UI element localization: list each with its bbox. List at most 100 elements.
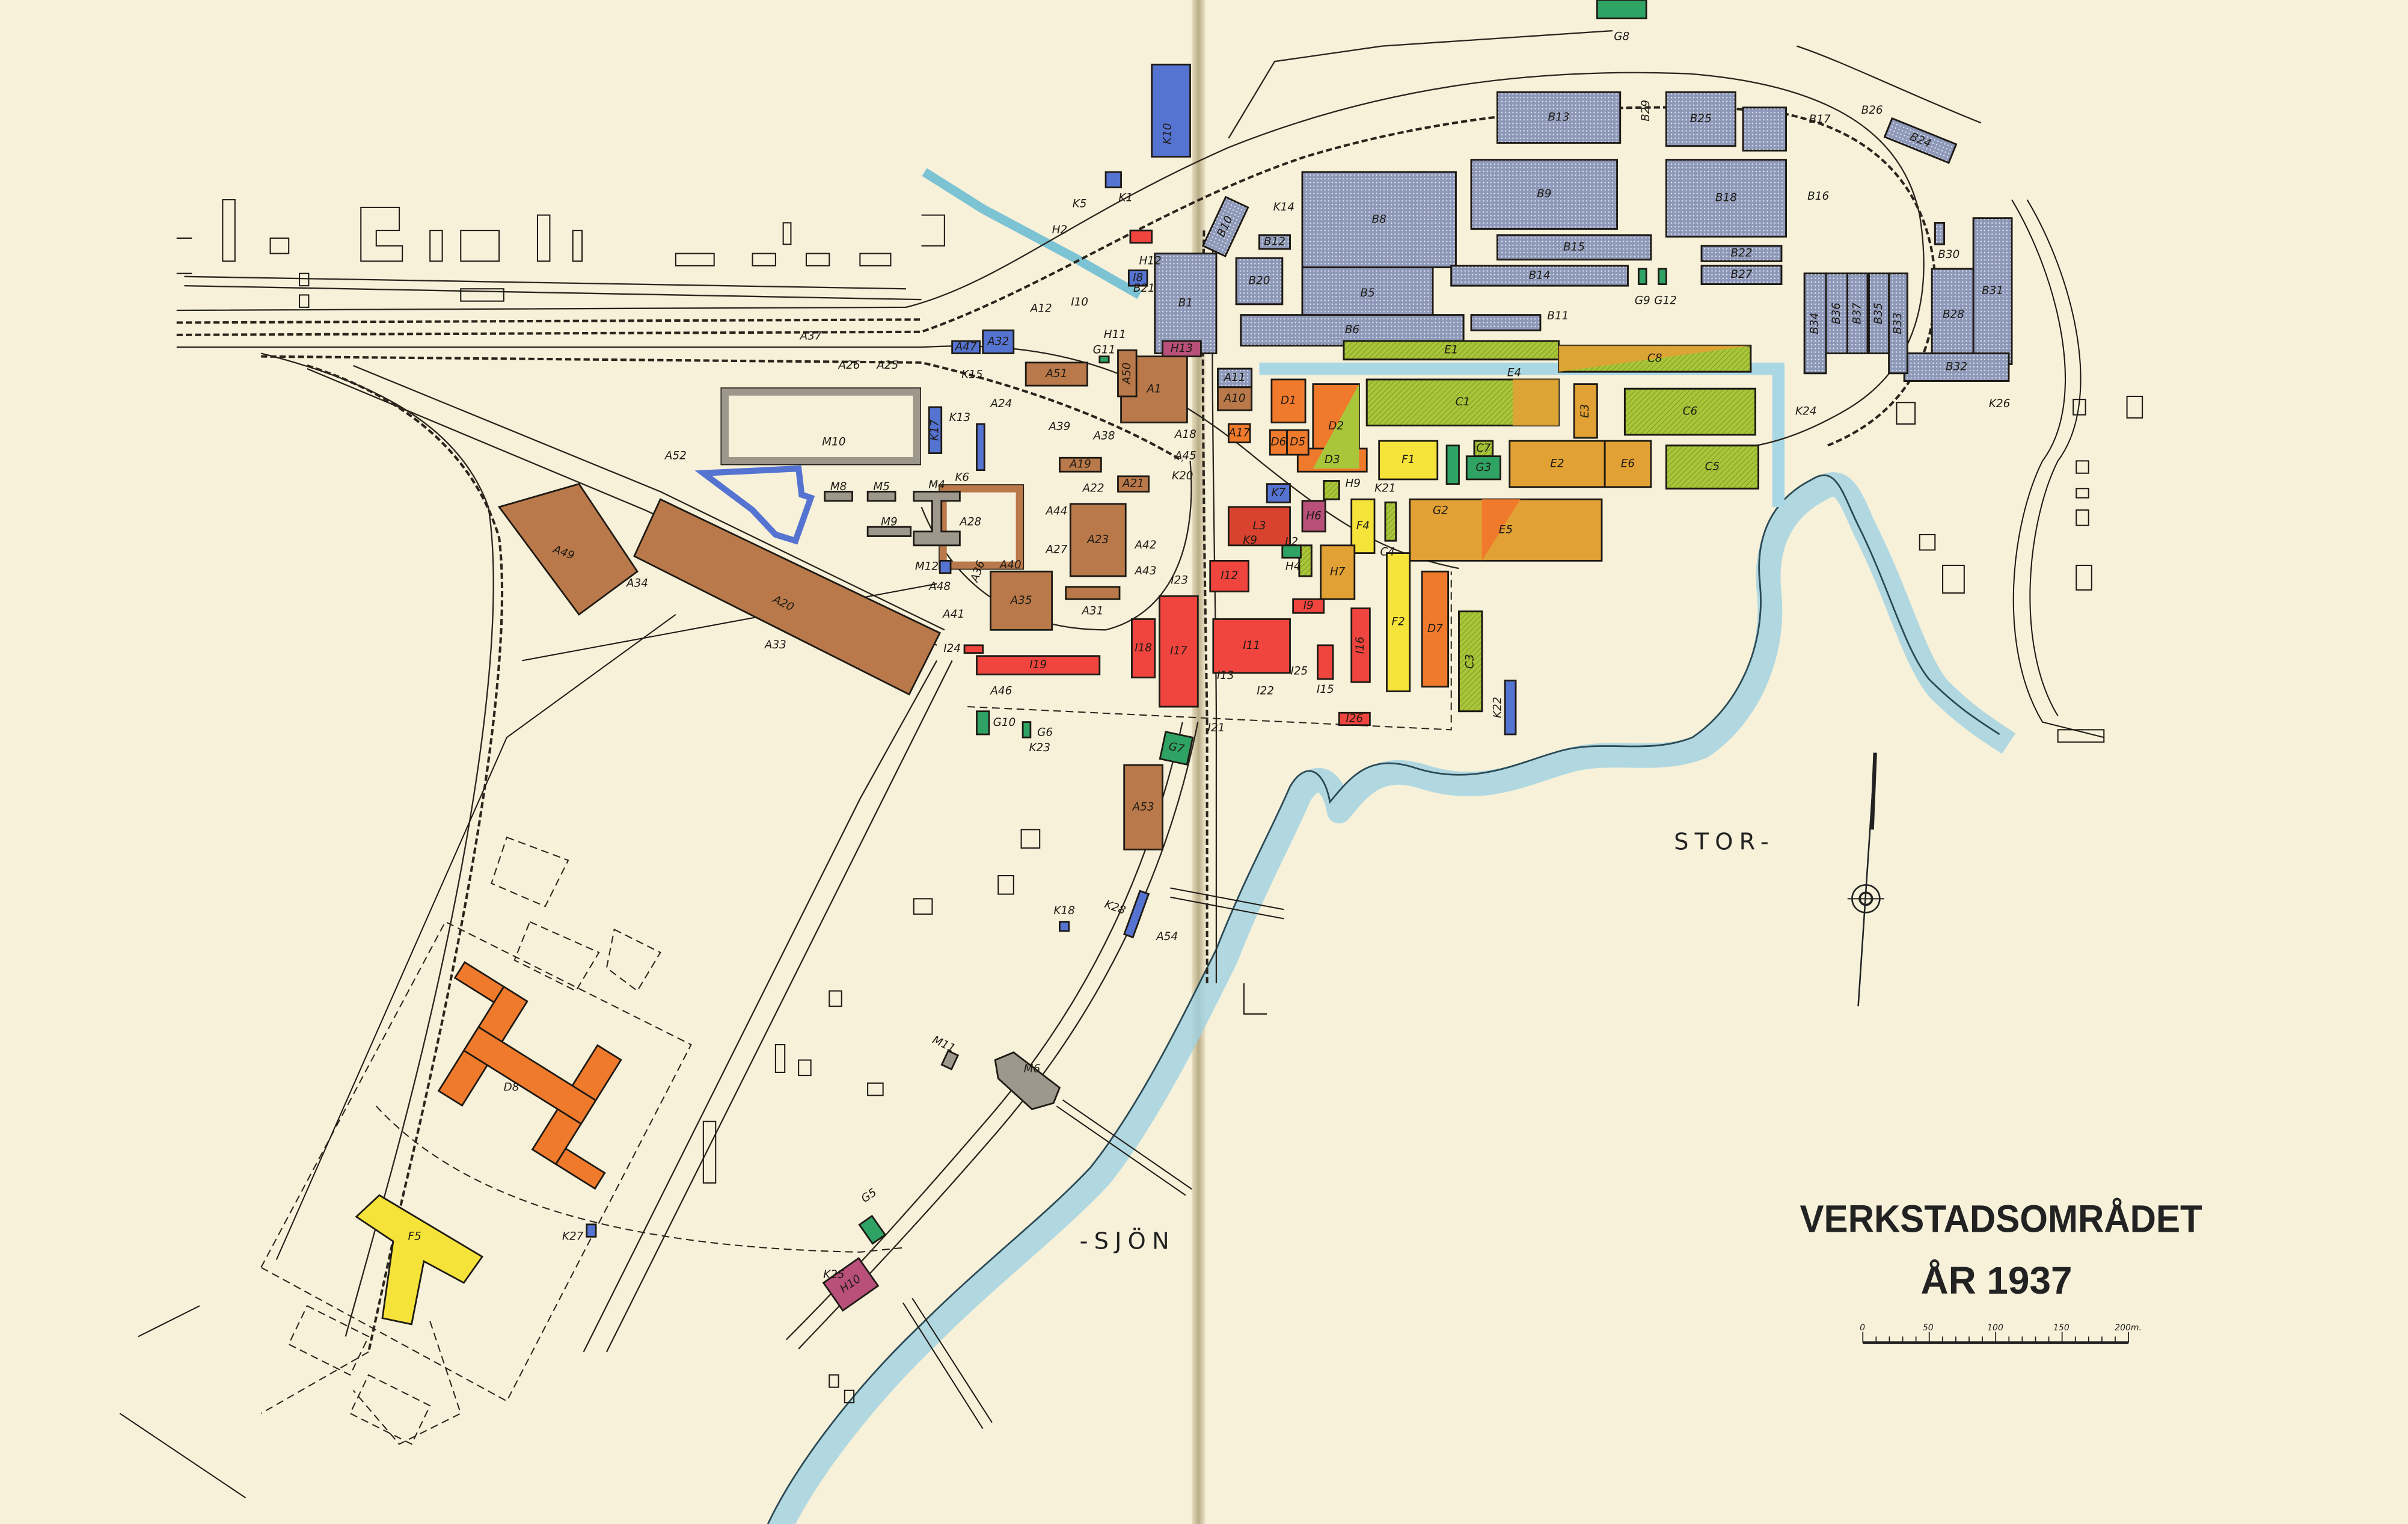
building-b30[interactable] bbox=[1934, 221, 1946, 245]
building-i8[interactable] bbox=[1127, 269, 1148, 287]
building-b20[interactable] bbox=[1235, 257, 1284, 306]
building-m11[interactable] bbox=[940, 1049, 960, 1071]
building-h6[interactable] bbox=[1301, 500, 1326, 533]
building-k28[interactable] bbox=[1123, 890, 1150, 939]
building-a35[interactable] bbox=[990, 570, 1053, 631]
building-b8[interactable] bbox=[1301, 171, 1457, 268]
building-d6[interactable] bbox=[1269, 429, 1288, 456]
building-i11[interactable] bbox=[1212, 618, 1291, 674]
building-a21[interactable] bbox=[1117, 475, 1150, 493]
building-b34[interactable] bbox=[1803, 272, 1827, 375]
building-f1[interactable] bbox=[1378, 440, 1439, 481]
building-k10[interactable] bbox=[1151, 63, 1191, 158]
building-a17[interactable] bbox=[1227, 423, 1251, 444]
building-g11[interactable] bbox=[1098, 355, 1110, 364]
building-b11[interactable] bbox=[1470, 314, 1542, 331]
building-c4[interactable] bbox=[1384, 501, 1397, 542]
building-a11[interactable] bbox=[1217, 367, 1253, 389]
building-h4[interactable] bbox=[1298, 544, 1313, 577]
building-g8[interactable] bbox=[1596, 0, 1647, 20]
building-g12[interactable] bbox=[1658, 268, 1667, 285]
building-l2[interactable] bbox=[1281, 544, 1302, 559]
building-m8[interactable] bbox=[824, 491, 853, 502]
building-m9[interactable] bbox=[866, 526, 912, 537]
building-a53[interactable] bbox=[1123, 764, 1163, 851]
building-e1[interactable] bbox=[1343, 340, 1560, 361]
building-g5[interactable] bbox=[858, 1214, 887, 1245]
building-i26[interactable] bbox=[1338, 711, 1371, 727]
texture bbox=[1665, 91, 1736, 147]
building-h9[interactable] bbox=[1323, 480, 1340, 500]
building-f4[interactable] bbox=[1350, 498, 1376, 555]
building-h7[interactable] bbox=[1320, 544, 1356, 600]
building-b32[interactable] bbox=[1903, 352, 2010, 382]
building-a32[interactable] bbox=[982, 329, 1015, 354]
building-m10[interactable] bbox=[720, 387, 922, 465]
building-i19[interactable] bbox=[976, 655, 1101, 675]
building-d7[interactable] bbox=[1421, 570, 1450, 688]
building-a19[interactable] bbox=[1058, 456, 1102, 473]
building-m5[interactable] bbox=[866, 491, 896, 502]
building-g3[interactable] bbox=[1465, 455, 1501, 481]
building-i17[interactable] bbox=[1159, 595, 1199, 708]
building-a47[interactable] bbox=[951, 340, 981, 354]
building-g10[interactable] bbox=[976, 710, 990, 736]
building-b9[interactable] bbox=[1470, 159, 1618, 230]
building-c7[interactable] bbox=[1473, 440, 1494, 458]
building-i24[interactable] bbox=[963, 644, 984, 654]
building-i12[interactable] bbox=[1209, 559, 1249, 592]
building-k18[interactable] bbox=[1058, 921, 1070, 932]
building-k27[interactable] bbox=[586, 1223, 597, 1238]
building-k7[interactable] bbox=[1266, 483, 1291, 503]
building-g6[interactable] bbox=[1022, 721, 1032, 739]
building-b28[interactable] bbox=[1931, 268, 1976, 362]
building-a23[interactable] bbox=[1069, 503, 1127, 577]
building-b10[interactable] bbox=[1201, 195, 1249, 257]
building-d1[interactable] bbox=[1270, 378, 1307, 423]
building-b13[interactable] bbox=[1496, 91, 1622, 144]
building-c6[interactable] bbox=[1623, 387, 1756, 436]
building-i18[interactable] bbox=[1131, 618, 1156, 678]
building-b25[interactable] bbox=[1665, 91, 1736, 147]
building-m4[interactable] bbox=[913, 491, 961, 547]
building-l3[interactable] bbox=[1227, 506, 1291, 547]
building-i9[interactable] bbox=[1292, 598, 1325, 614]
building-b17[interactable] bbox=[1742, 106, 1787, 152]
building-c5[interactable] bbox=[1665, 444, 1759, 490]
building-f2[interactable] bbox=[1386, 552, 1411, 692]
building-c3[interactable] bbox=[1458, 610, 1483, 713]
building-b35[interactable] bbox=[1868, 272, 1890, 354]
building-b18[interactable] bbox=[1665, 159, 1787, 238]
building-k6[interactable] bbox=[976, 423, 985, 472]
building-h13[interactable] bbox=[1162, 340, 1202, 358]
building-b24[interactable] bbox=[1883, 117, 1958, 164]
building-i16[interactable] bbox=[1350, 607, 1371, 683]
building-g2[interactable] bbox=[1445, 444, 1460, 485]
building-h12[interactable] bbox=[1129, 229, 1153, 244]
building-i15[interactable] bbox=[1317, 644, 1334, 680]
building-a20[interactable] bbox=[633, 498, 942, 696]
building-g9[interactable] bbox=[1637, 268, 1647, 285]
building-b15[interactable] bbox=[1496, 234, 1652, 261]
building-b1[interactable] bbox=[1154, 253, 1218, 354]
building-f5[interactable] bbox=[355, 1194, 484, 1326]
building-b27[interactable] bbox=[1700, 265, 1783, 285]
building-h10[interactable] bbox=[822, 1257, 880, 1312]
building-m6[interactable] bbox=[994, 1051, 1061, 1110]
building-b37[interactable] bbox=[1846, 272, 1869, 354]
building-g7[interactable] bbox=[1159, 731, 1194, 766]
building-m12[interactable] bbox=[939, 559, 952, 574]
building-k1[interactable] bbox=[1104, 171, 1122, 189]
building-k17[interactable] bbox=[928, 406, 943, 454]
building-a31[interactable] bbox=[1065, 586, 1121, 600]
building-a49[interactable] bbox=[497, 483, 639, 616]
building-a50[interactable] bbox=[1117, 349, 1138, 398]
building-e6[interactable] bbox=[1604, 440, 1652, 488]
building-d8[interactable] bbox=[400, 960, 660, 1190]
building-a51[interactable] bbox=[1025, 361, 1088, 387]
building-b22[interactable] bbox=[1700, 245, 1783, 262]
building-e3[interactable] bbox=[1573, 383, 1598, 439]
building-b14[interactable] bbox=[1450, 265, 1629, 287]
building-k22[interactable] bbox=[1504, 680, 1517, 736]
building-b12[interactable] bbox=[1258, 234, 1291, 250]
